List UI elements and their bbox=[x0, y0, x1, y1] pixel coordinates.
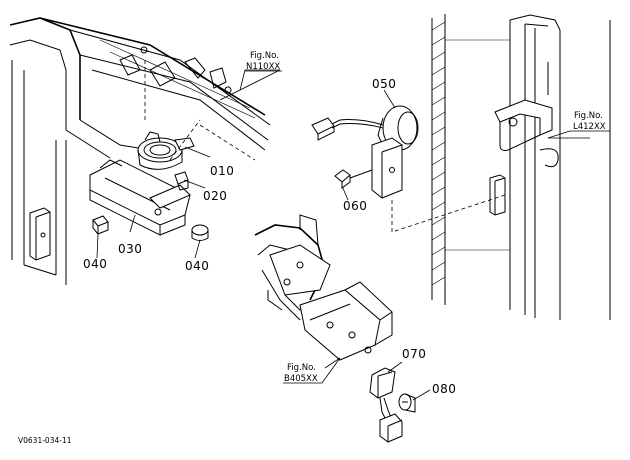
part-label-080: 080 bbox=[432, 382, 456, 396]
part-label-040-left: 040 bbox=[83, 257, 107, 271]
cab-frame-right bbox=[431, 14, 611, 320]
nut-040-left bbox=[92, 215, 109, 235]
fig-ref-b405-line1: Fig.No. bbox=[287, 363, 316, 373]
fig-ref-l412-line1: Fig.No. bbox=[574, 111, 603, 121]
fig-ref-l412-line2: L412XX bbox=[573, 122, 606, 132]
horn-bracket-030 bbox=[89, 159, 191, 236]
bolt-020 bbox=[174, 171, 189, 191]
lower-bracket-assembly bbox=[254, 214, 393, 361]
switch-070 bbox=[369, 367, 403, 443]
drawing-code: V0631-034-11 bbox=[18, 436, 72, 445]
part-label-010: 010 bbox=[210, 164, 234, 178]
part-label-020: 020 bbox=[203, 189, 227, 203]
fig-ref-n110-line1: Fig.No. bbox=[250, 51, 279, 61]
fig-ref-b405-line2: B405XX bbox=[284, 374, 318, 384]
cab-frame-left bbox=[9, 17, 271, 285]
leader-lines bbox=[96, 69, 590, 401]
bolt-040-right bbox=[191, 224, 209, 241]
part-label-030: 030 bbox=[118, 242, 142, 256]
fig-ref-n110-line2: N110XX bbox=[246, 62, 280, 72]
part-label-070: 070 bbox=[402, 347, 426, 361]
part-label-060: 060 bbox=[343, 199, 367, 213]
horn-010 bbox=[137, 131, 195, 170]
part-label-050: 050 bbox=[372, 77, 396, 91]
buzzer-050 bbox=[311, 105, 419, 199]
part-label-040-right: 040 bbox=[185, 259, 209, 273]
screw-080 bbox=[398, 393, 416, 413]
bolt-060 bbox=[334, 169, 373, 189]
